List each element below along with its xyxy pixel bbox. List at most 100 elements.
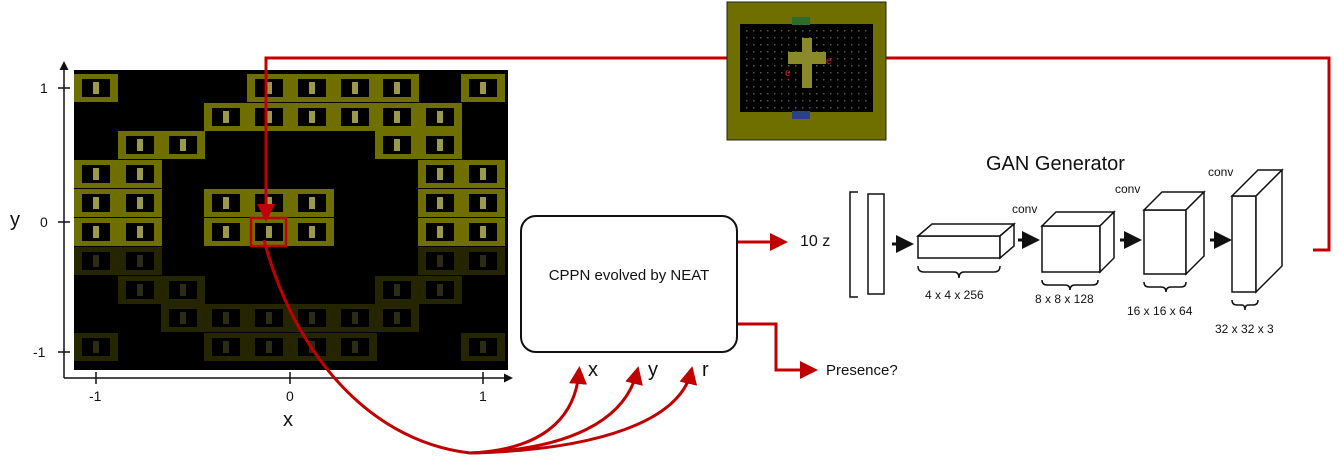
layer-3-side: [1185, 190, 1205, 276]
thumbnail-floor-dot: [837, 79, 839, 81]
thumbnail-floor-dot: [760, 37, 762, 39]
thumbnail-floor-dot: [851, 65, 853, 67]
thumbnail-floor-dot: [788, 44, 790, 46]
thumbnail-floor-dot: [788, 72, 790, 74]
input-x-label: x: [588, 359, 598, 381]
thumbnail-floor-dot: [781, 86, 783, 88]
dungeon-room-wall: [309, 226, 315, 238]
thumbnail-floor-dot: [837, 86, 839, 88]
dungeon-room-wall: [352, 341, 358, 353]
thumbnail-floor-dot: [844, 100, 846, 102]
thumbnail-floor-dot: [865, 86, 867, 88]
y-tick-label-1: 1: [40, 80, 48, 96]
y-tick-label-neg1: -1: [33, 344, 46, 360]
thumbnail-floor-dot: [781, 72, 783, 74]
thumbnail-floor-dot: [851, 100, 853, 102]
thumbnail-floor-dot: [746, 37, 748, 39]
input-arrow-y: [469, 366, 643, 455]
thumbnail-floor-dot: [823, 86, 825, 88]
cppn-label: CPPN evolved by NEAT: [548, 267, 710, 284]
thumbnail-floor-dot: [760, 100, 762, 102]
thumbnail-floor-dot: [760, 51, 762, 53]
layer-4-bracket: [1231, 299, 1259, 311]
dungeon-room-wall: [180, 139, 186, 151]
latent-vector-block: [867, 193, 885, 295]
thumbnail-floor-dot: [753, 44, 755, 46]
thumbnail-floor-dot: [795, 37, 797, 39]
thumbnail-floor-dot: [781, 107, 783, 109]
latent-bracket: [849, 191, 858, 298]
dungeon-room-wall: [309, 197, 315, 209]
thumbnail-floor-dot: [774, 37, 776, 39]
thumbnail-floor-dot: [746, 44, 748, 46]
thumbnail-floor-dot: [837, 93, 839, 95]
layer-3-conv-label: conv: [1115, 182, 1141, 196]
thumbnail-floor-dot: [865, 44, 867, 46]
thumbnail-floor-dot: [865, 65, 867, 67]
thumbnail-floor-dot: [816, 86, 818, 88]
layer-1-bracket: [917, 265, 1001, 279]
thumbnail-floor-dot: [774, 44, 776, 46]
thumbnail-floor-dot: [802, 30, 804, 32]
thumbnail-floor-dot: [830, 65, 832, 67]
thumbnail-floor-dot: [781, 65, 783, 67]
thumbnail-floor-dot: [858, 58, 860, 60]
layer-1-side: [999, 222, 1015, 260]
dungeon-room-wall: [137, 139, 143, 151]
thumbnail-floor-dot: [746, 58, 748, 60]
thumbnail-floor-dot: [851, 86, 853, 88]
dungeon-room-wall: [309, 82, 315, 94]
thumbnail-floor-dot: [816, 107, 818, 109]
dungeon-room-wall: [93, 197, 99, 209]
dungeon-room-wall: [93, 82, 99, 94]
layer-2-dims: 8 x 8 x 128: [1035, 292, 1094, 306]
thumbnail-floor-dot: [844, 44, 846, 46]
thumbnail-floor-dot: [851, 51, 853, 53]
thumbnail-floor-dot: [809, 93, 811, 95]
thumbnail-floor-dot: [809, 37, 811, 39]
layer-2-conv-label: conv: [1012, 202, 1038, 216]
thumbnail-floor-dot: [760, 58, 762, 60]
thumbnail-floor-dot: [851, 72, 853, 74]
x-tick-label-neg1: -1: [89, 388, 102, 404]
cppn-box: CPPN evolved by NEAT: [520, 215, 738, 353]
thumbnail-floor-dot: [858, 86, 860, 88]
thumbnail-floor-dot: [823, 100, 825, 102]
dungeon-room-wall: [93, 226, 99, 238]
layer-1-top: [915, 223, 1017, 237]
thumbnail-floor-dot: [753, 93, 755, 95]
thumbnail-floor-dot: [774, 100, 776, 102]
thumbnail-floor-dot: [753, 58, 755, 60]
thumbnail-floor-dot: [823, 79, 825, 81]
layer-3-bracket: [1143, 281, 1187, 293]
dungeon-room-wall: [137, 226, 143, 238]
thumbnail-floor-dot: [795, 30, 797, 32]
thumbnail-floor-dot: [774, 65, 776, 67]
dungeon-room-wall: [223, 111, 229, 123]
layer-3-dims: 16 x 16 x 64: [1127, 304, 1193, 318]
thumbnail-floor-dot: [830, 79, 832, 81]
thumbnail-floor-dot: [767, 65, 769, 67]
thumbnail-floor-dot: [767, 44, 769, 46]
thumbnail-floor-dot: [767, 58, 769, 60]
thumbnail-floor-dot: [837, 72, 839, 74]
thumbnail-floor-dot: [830, 72, 832, 74]
thumbnail-floor-dot: [746, 100, 748, 102]
thumbnail-floor-dot: [753, 100, 755, 102]
thumbnail-floor-dot: [837, 51, 839, 53]
dungeon-room-wall: [180, 284, 186, 296]
latent-label: 10 z: [800, 233, 831, 250]
thumbnail-floor-dot: [774, 51, 776, 53]
dungeon-room-wall: [394, 312, 400, 324]
thumbnail-floor-dot: [753, 86, 755, 88]
thumbnail-floor-dot: [816, 93, 818, 95]
dungeon-room-wall: [223, 197, 229, 209]
thumbnail-floor-dot: [858, 100, 860, 102]
thumbnail-floor-dot: [858, 37, 860, 39]
thumbnail-floor-dot: [858, 79, 860, 81]
thumbnail-floor-dot: [760, 44, 762, 46]
thumbnail-floor-dot: [816, 65, 818, 67]
thumbnail-floor-dot: [746, 107, 748, 109]
thumbnail-floor-dot: [746, 72, 748, 74]
thumbnail-floor-dot: [823, 65, 825, 67]
